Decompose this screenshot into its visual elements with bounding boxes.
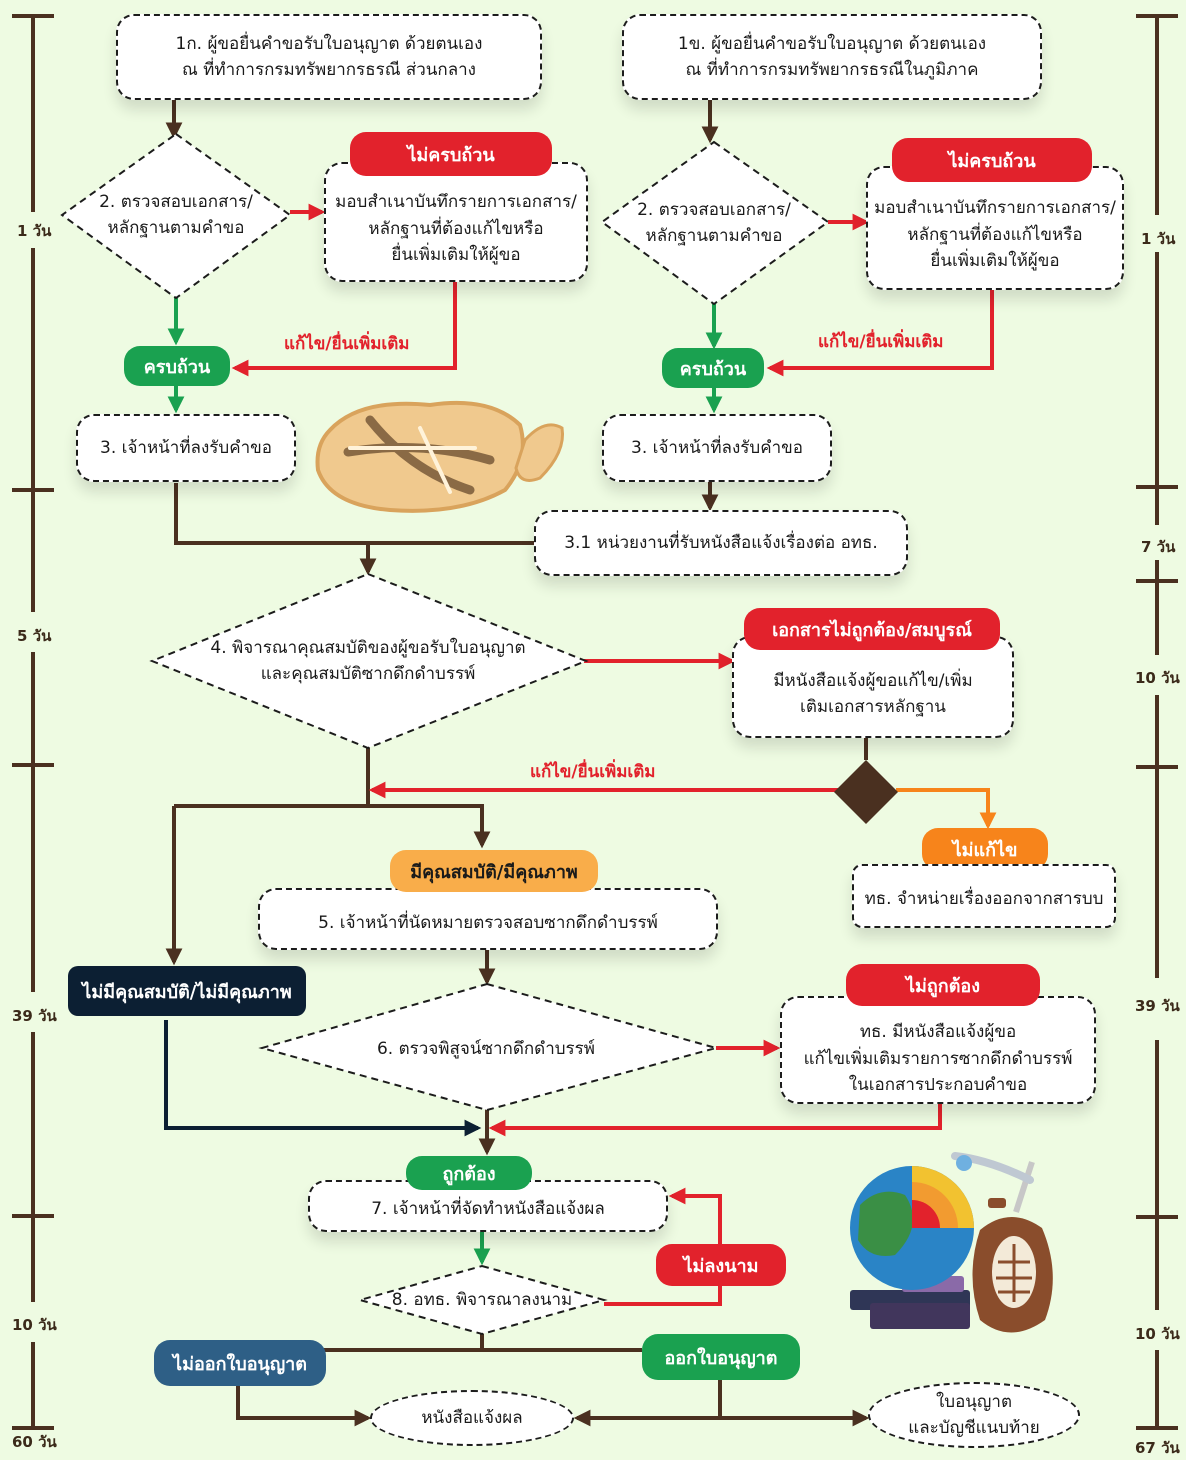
step-2b-text: 2. ตรวจสอบเอกสาร/ หลักฐานตามคำขอ [637, 199, 791, 246]
step-5-box: 5. เจ้าหน้าที่นัดหมายตรวจสอบซากดึกดำบรรพ… [258, 888, 718, 950]
incorrect-badge: ไม่ถูกต้อง [846, 964, 1040, 1006]
fossil-slab-illustration [315, 400, 565, 513]
return-arrows [231, 203, 994, 1306]
step-8-text: 8. อทธ. พิจารณาลงนาม [391, 1289, 573, 1310]
dispose-note-box: ทธ. จำหน่ายเรื่องออกจากสารบบ [852, 864, 1116, 928]
right-duration-2: 7 วัน [1141, 538, 1176, 556]
license-badge: ออกใบอนุญาต [642, 1334, 800, 1380]
right-duration-6: 67 วัน [1135, 1439, 1180, 1457]
step-1b-box: 1ข. ผู้ขอยื่นคำขอรับใบอนุญาต ด้วยตนเอง ณ… [622, 14, 1042, 100]
diamond-2b [600, 140, 830, 306]
not-qualified-badge: ไม่มีคุณสมบัติ/ไม่มีคุณภาพ [68, 966, 306, 1016]
right-duration-4: 39 วัน [1135, 997, 1180, 1015]
not-qualified-arrow [164, 1020, 482, 1137]
correct-badge: ถูกต้อง [406, 1156, 532, 1190]
left-duration-1: 1 วัน [17, 222, 52, 240]
step-3-1-box: 3.1 หน่วยงานที่รับหนังสือแจ้งเรื่องต่อ อ… [534, 510, 908, 576]
timeline-right [1136, 14, 1178, 1430]
left-duration-2: 5 วัน [17, 627, 52, 645]
diamond-4 [149, 572, 589, 750]
license-output-ellipse: ใบอนุญาต และบัญชีแนบท้าย [868, 1382, 1080, 1448]
complete-badge-b: ครบถ้วน [662, 348, 764, 388]
no-license-badge: ไม่ออกใบอนุญาต [154, 1340, 326, 1386]
flow-lines [165, 100, 870, 1427]
not-fixed-arrow [896, 788, 997, 830]
not-fixed-badge: ไม่แก้ไข [922, 828, 1048, 870]
result-letter-ellipse: หนังสือแจ้งผล [370, 1390, 574, 1446]
not-signed-badge: ไม่ลงนาม [656, 1244, 786, 1286]
complete-badge-a: ครบถ้วน [124, 346, 230, 386]
incomplete-badge-a: ไม่ครบถ้วน [350, 132, 552, 176]
diamond-2a [60, 132, 292, 300]
doc-note-box: มีหนังสือแจ้งผู้ขอแก้ไข/เพิ่ม เติมเอกสาร… [732, 636, 1014, 738]
step-7-box: 7. เจ้าหน้าที่จัดทำหนังสือแจ้งผล [308, 1180, 668, 1232]
step-3a-box: 3. เจ้าหน้าที่ลงรับคำขอ [76, 414, 296, 482]
decision-diamond [834, 760, 898, 824]
timeline-left [12, 14, 54, 1430]
left-duration-4: 10 วัน [12, 1316, 57, 1334]
step-2a-text: 2. ตรวจสอบเอกสาร/ หลักฐานตามคำขอ [99, 191, 253, 238]
geology-illustration [850, 1152, 1053, 1333]
wrong-note-box: ทธ. มีหนังสือแจ้งผู้ขอ แก้ไขเพิ่มเติมราย… [780, 996, 1096, 1104]
fix-label-a: แก้ไข/ยื่นเพิ่มเติม [284, 334, 410, 354]
left-duration-5: 60 วัน [12, 1433, 57, 1451]
right-duration-5: 10 วัน [1135, 1325, 1180, 1343]
qualified-badge: มีคุณสมบัติ/มีคุณภาพ [390, 850, 598, 892]
incomplete-note-a: มอบสำเนาบันทึกรายการเอกสาร/ หลักฐานที่ต้… [324, 162, 588, 282]
step-4-text: 4. พิจารณาคุณสมบัติของผู้ขอรับใบอนุญาต แ… [210, 637, 526, 684]
right-duration-1: 1 วัน [1141, 230, 1176, 248]
diamond-6 [258, 982, 720, 1112]
diamond-8 [356, 1264, 608, 1336]
step-6-text: 6. ตรวจพิสูจน์ซากดึกดำบรรพ์ [376, 1038, 596, 1059]
right-duration-3: 10 วัน [1135, 669, 1180, 687]
complete-arrows [167, 296, 723, 1266]
incomplete-note-b: มอบสำเนาบันทึกรายการเอกสาร/ หลักฐานที่ต้… [866, 166, 1124, 290]
step-3b-box: 3. เจ้าหน้าที่ลงรับคำขอ [602, 414, 832, 482]
left-duration-3: 39 วัน [12, 1007, 57, 1025]
doc-incorrect-badge: เอกสารไม่ถูกต้อง/สมบูรณ์ [744, 608, 1000, 650]
fix-label-b: แก้ไข/ยื่นเพิ่มเติม [818, 332, 944, 352]
step-1a-box: 1ก. ผู้ขอยื่นคำขอรับใบอนุญาต ด้วยตนเอง ณ… [116, 14, 542, 100]
fix-label-c: แก้ไข/ยื่นเพิ่มเติม [530, 762, 656, 782]
incomplete-badge-b: ไม่ครบถ้วน [892, 138, 1092, 182]
